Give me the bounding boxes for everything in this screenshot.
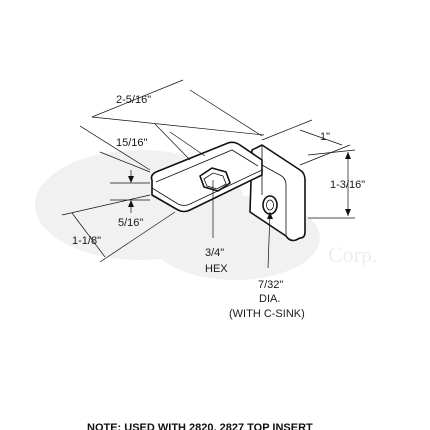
l-bracket-part bbox=[150, 141, 306, 242]
dim-flange-height: 1-3/16" bbox=[330, 179, 365, 191]
dim-seat-thickness: 5/16" bbox=[118, 217, 143, 229]
hex-callout: 3/4" HEX bbox=[205, 180, 228, 275]
width-dimension: 1" bbox=[261, 119, 351, 166]
watermark-corp-text: Corp. bbox=[328, 242, 378, 267]
dim-width: 1" bbox=[320, 131, 330, 143]
seat-thickness-dimension: 5/16" bbox=[110, 170, 150, 229]
base-depth-dimension: 1-1/8" bbox=[61, 194, 176, 263]
dim-base-depth: 1-1/8" bbox=[72, 235, 101, 247]
usage-note: NOTE: USED WITH 2820, 2827 TOP INSERT bbox=[87, 422, 313, 430]
dim-overall-length: 2-5/16" bbox=[116, 94, 151, 106]
dim-hole-label: DIA. bbox=[259, 293, 280, 305]
dim-hex-label: HEX bbox=[205, 263, 228, 275]
dim-hole-size: 7/32" bbox=[258, 279, 283, 291]
dim-seat-length: 15/16" bbox=[116, 137, 148, 149]
seat-length-dimension: 15/16" bbox=[99, 123, 206, 173]
overall-length-dimension: 2-5/16" bbox=[79, 79, 265, 171]
flange-height-dimension: 1-3/16" bbox=[307, 149, 365, 219]
dim-hex-size: 3/4" bbox=[205, 247, 224, 259]
hole-callout: 7/32" DIA. (WITH C-SINK) bbox=[229, 211, 305, 320]
dim-hole-note: (WITH C-SINK) bbox=[229, 308, 305, 320]
